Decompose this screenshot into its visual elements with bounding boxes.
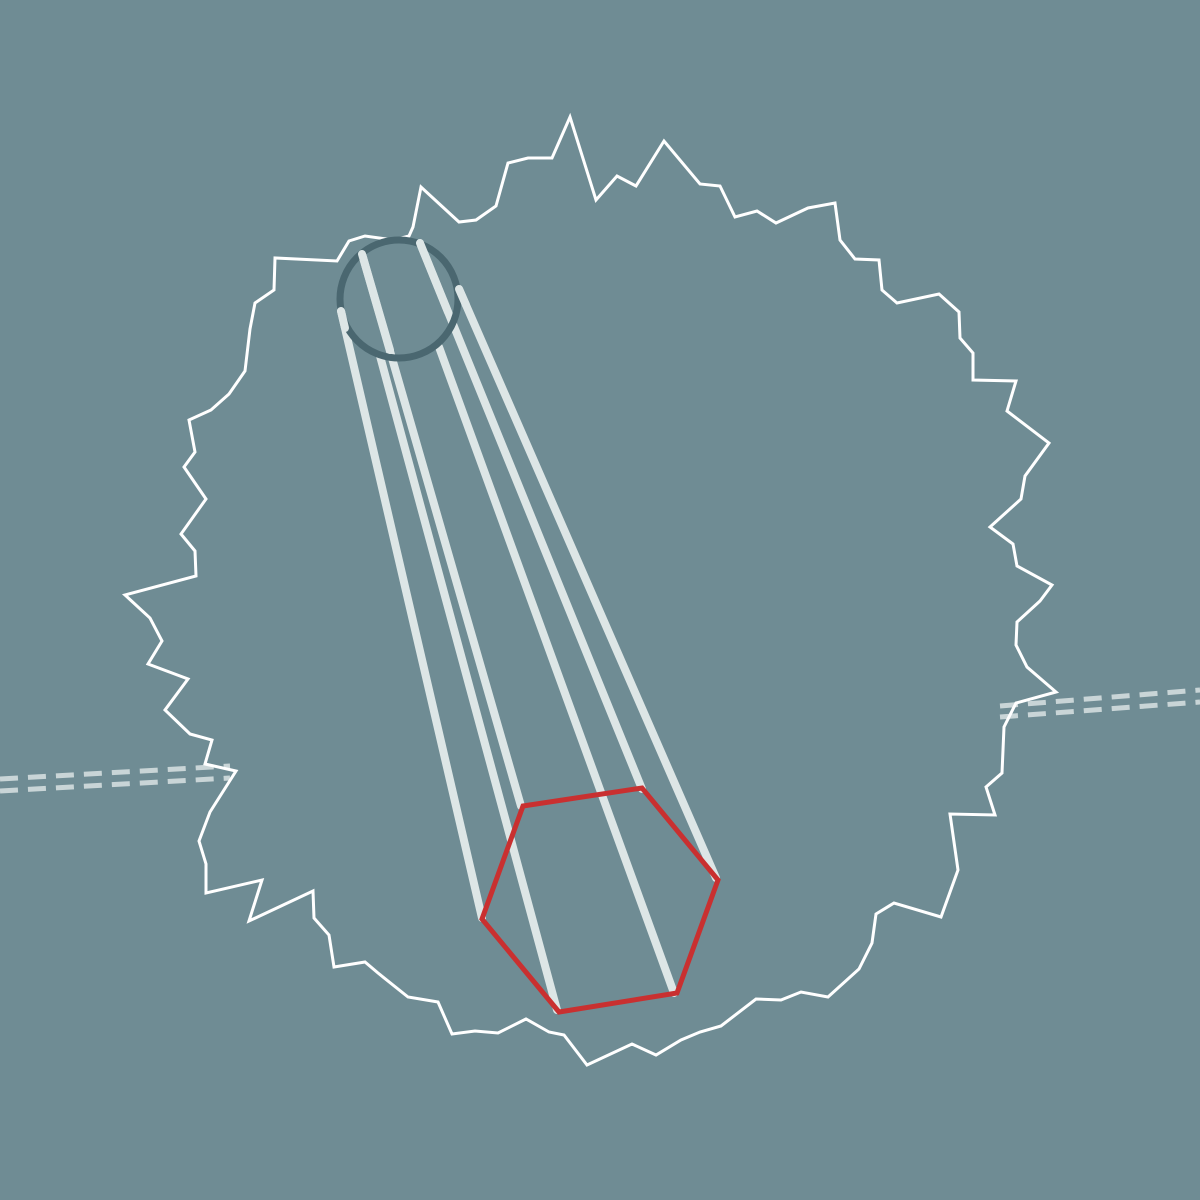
beam-line-6-overlay — [455, 285, 470, 309]
dashed-track-right-upper — [999, 687, 1200, 709]
beam-line-2-overlay — [358, 250, 394, 354]
beam-line-6 — [455, 285, 720, 882]
starburst-outline — [121, 112, 1060, 1067]
beam-line-1 — [337, 307, 486, 922]
beam-line-4 — [416, 239, 646, 793]
dashed-track — [0, 687, 1200, 794]
beam-line-overlays — [337, 239, 470, 354]
beam-lines — [337, 239, 720, 1014]
beam-line-3 — [376, 352, 561, 1014]
circle-outline — [336, 236, 462, 362]
beam-line-1-overlay — [337, 307, 349, 332]
dashed-track-left-lower — [0, 775, 231, 794]
dashed-track-left-upper — [0, 763, 231, 782]
dashed-track-right-lower — [999, 699, 1200, 720]
beam-line-4-overlay — [416, 239, 452, 316]
beam-line-5 — [435, 343, 678, 997]
hexagon-outline — [479, 785, 721, 1015]
